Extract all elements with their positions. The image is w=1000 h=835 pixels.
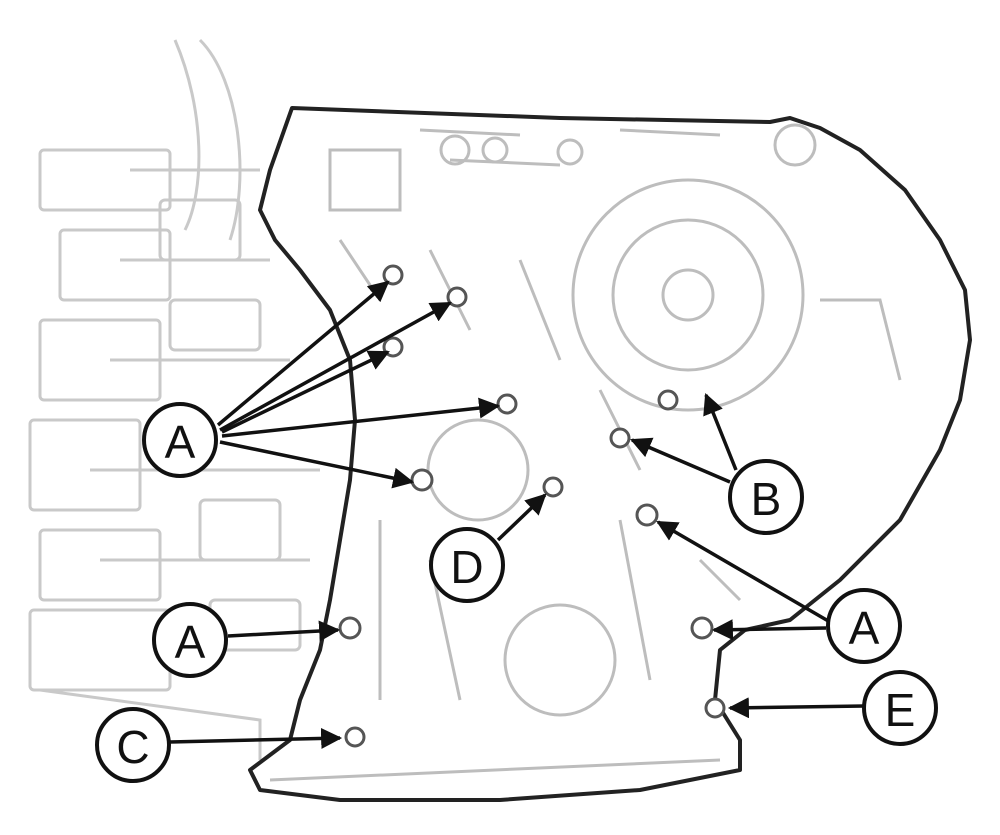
leader-e	[727, 697, 865, 719]
timing-cover-outline	[248, 106, 972, 802]
bolt-a-4	[496, 393, 518, 415]
bolt-c	[344, 726, 366, 748]
leader-a-8	[711, 619, 827, 641]
callout-d: D	[429, 527, 505, 603]
leader-a-2	[219, 301, 452, 432]
bolt-a-6	[338, 616, 362, 640]
callout-a-right: A	[826, 588, 902, 664]
bolt-a-1	[382, 264, 404, 286]
callout-b: B	[728, 459, 804, 535]
leader-a-4	[221, 397, 501, 438]
callout-label: A	[165, 416, 196, 468]
callout-label: A	[175, 616, 206, 668]
callout-label: B	[751, 473, 782, 525]
leader-arrows	[169, 280, 865, 749]
bolt-b-1	[657, 389, 679, 411]
callout-a-left-bottom: A	[152, 602, 228, 678]
callout-label: A	[849, 602, 880, 654]
engine-block-drawing	[28, 38, 320, 760]
callout-a-left-top: A	[142, 402, 218, 478]
bolt-a-2	[446, 286, 468, 308]
bolt-a-5	[410, 468, 434, 492]
bolt-positions	[338, 264, 726, 748]
bolt-a-8	[690, 616, 714, 640]
leader-c	[169, 727, 343, 749]
leader-b-2	[630, 437, 731, 484]
leader-d	[496, 493, 547, 542]
bolt-b-2	[609, 427, 631, 449]
callout-e: E	[862, 670, 938, 746]
leader-a-6	[227, 620, 341, 642]
callout-label: C	[116, 721, 149, 773]
leader-a-3	[221, 350, 390, 434]
leader-b-1	[703, 393, 738, 471]
callout-label: E	[885, 684, 916, 736]
leader-a-7	[656, 520, 831, 624]
bolt-a-7	[635, 503, 659, 527]
callout-label: D	[450, 541, 483, 593]
callout-c: C	[95, 707, 171, 783]
bolt-d	[542, 476, 564, 498]
leader-a-1	[216, 280, 390, 427]
bolt-e	[704, 697, 726, 719]
leader-a-5	[219, 440, 415, 489]
